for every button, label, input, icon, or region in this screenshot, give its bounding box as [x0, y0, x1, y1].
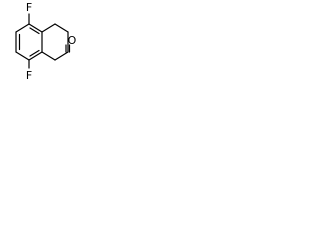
atom-label-oxygen: O: [68, 34, 77, 47]
atom-label-fluorine-bottom: F: [26, 69, 32, 82]
bond-ring-1: [15, 23, 30, 33]
bond-ring-4: [28, 51, 43, 61]
bond-sat-1: [41, 23, 56, 33]
bond-sat-5: [41, 51, 56, 61]
structure-diagram: F F O: [15, 1, 77, 82]
bond-double-inner-3: [29, 27, 40, 35]
atom-label-fluorine-top: F: [26, 1, 32, 14]
bond-sat-2: [54, 23, 69, 33]
bond-sat-4: [54, 51, 69, 61]
structure-canvas: F F O: [0, 0, 82, 82]
bonds: [15, 13, 71, 69]
bond-ring-6: [28, 23, 43, 33]
bond-ring-3: [15, 51, 30, 61]
bond-double-inner-2: [29, 49, 40, 57]
